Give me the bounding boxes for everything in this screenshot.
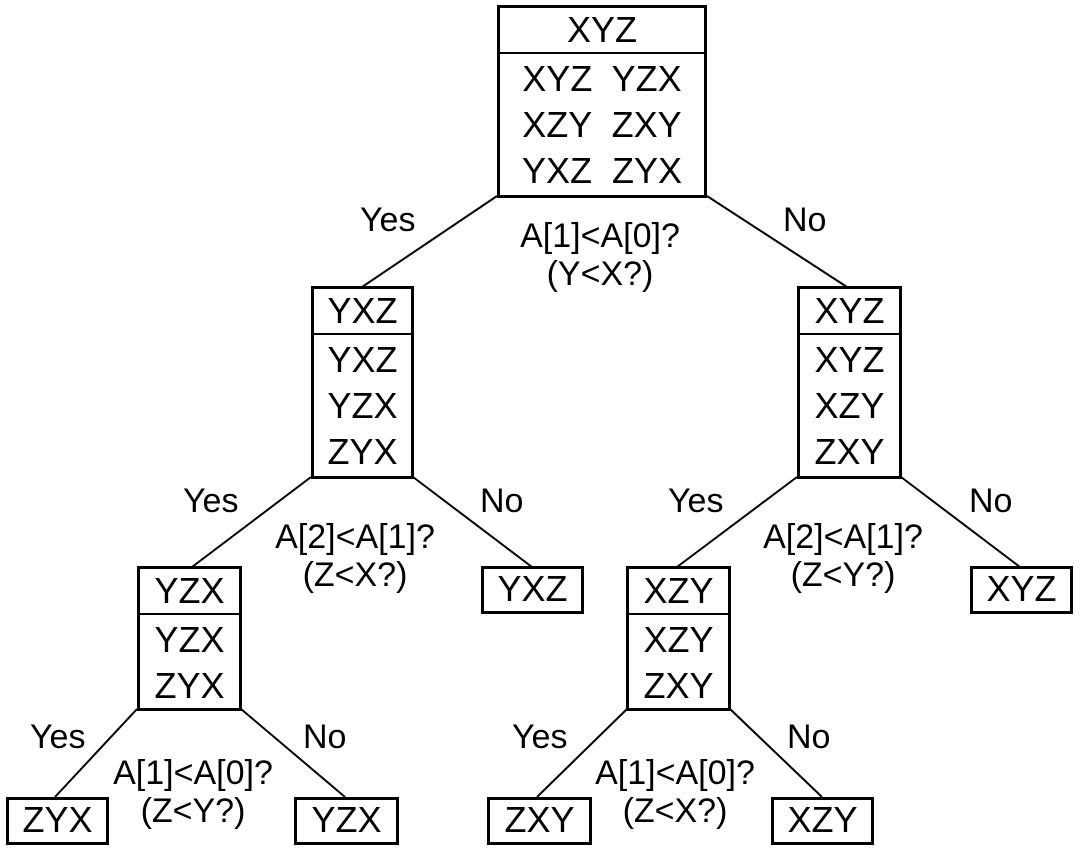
edge-left-yes (191, 476, 312, 568)
node-left-left-header: YZX (140, 569, 239, 615)
question-root: A[1]<A[0]? (Y<X?) (490, 217, 710, 293)
edge-label-right-yes: Yes (668, 482, 724, 520)
node-root-header: XYZ (500, 8, 704, 54)
node-left-left-row: YZX (154, 619, 225, 660)
node-left: YXZ YXZ YZX ZYX (311, 286, 414, 479)
edge-right-no (900, 476, 1021, 568)
node-left-body: YXZ YZX ZYX (314, 335, 411, 475)
node-right-left-body: XZY ZXY (629, 615, 728, 709)
node-right-left-row: ZXY (643, 665, 714, 706)
edge-label-root-no: No (783, 201, 827, 239)
node-left-row: YXZ (327, 339, 398, 380)
leaf-rl-right: XZY (771, 797, 874, 845)
node-left-left-body: YZX ZYX (140, 615, 239, 709)
node-root-body: XYZ YZX XZY ZXY YXZ ZYX (500, 54, 704, 194)
question-right-left-meaning: (Z<X?) (622, 792, 728, 830)
node-right-left-row: XZY (643, 619, 714, 660)
question-right-left-condition: A[1]<A[0]? (595, 754, 755, 792)
question-right-left: A[1]<A[0]? (Z<X?) (570, 754, 780, 830)
node-right-row: XZY (814, 385, 885, 426)
leaf-right-right: XYZ (970, 566, 1073, 614)
node-right-left-header: XZY (629, 569, 728, 615)
node-left-left-row: ZYX (154, 665, 225, 706)
node-left-row: ZYX (327, 431, 398, 472)
node-root: XYZ XYZ YZX XZY ZXY YXZ ZYX (497, 5, 707, 198)
edge-label-ll-no: No (303, 718, 347, 756)
edge-label-ll-yes: Yes (30, 718, 86, 756)
node-left-header: YXZ (314, 289, 411, 335)
edge-label-right-no: No (969, 482, 1013, 520)
edge-root-yes (361, 195, 498, 288)
question-left-condition: A[2]<A[1]? (275, 518, 435, 556)
edge-rl-yes (536, 708, 628, 798)
leaf-ll-right: YZX (294, 797, 399, 845)
edge-ll-yes (54, 708, 138, 798)
node-right-body: XYZ XZY ZXY (800, 335, 899, 475)
edge-ll-no (240, 708, 346, 798)
node-root-row: XYZ YZX (522, 58, 682, 99)
edge-label-rl-yes: Yes (512, 718, 568, 756)
question-left-left-meaning: (Z<Y?) (140, 792, 246, 830)
node-left-left: YZX YZX ZYX (137, 566, 242, 711)
node-root-row: XZY ZXY (522, 104, 682, 145)
edge-label-left-no: No (480, 482, 524, 520)
edge-label-left-yes: Yes (183, 482, 239, 520)
node-right-left: XZY XZY ZXY (626, 566, 731, 711)
question-right-condition: A[2]<A[1]? (763, 518, 923, 556)
question-root-meaning: (Y<X?) (546, 255, 654, 293)
question-left-meaning: (Z<X?) (302, 556, 408, 594)
node-right: XYZ XYZ XZY ZXY (797, 286, 902, 479)
question-root-condition: A[1]<A[0]? (520, 217, 680, 255)
node-right-header: XYZ (800, 289, 899, 335)
leaf-ll-left: ZYX (6, 797, 109, 845)
edge-label-root-yes: Yes (360, 201, 416, 239)
question-left: A[2]<A[1]? (Z<X?) (250, 518, 460, 594)
leaf-rl-left: ZXY (487, 797, 592, 845)
question-right-meaning: (Z<Y?) (790, 556, 896, 594)
edge-rl-no (729, 708, 823, 798)
leaf-left-right: YXZ (481, 566, 584, 614)
edge-root-no (706, 195, 848, 288)
node-right-row: XYZ (814, 339, 885, 380)
question-left-left: A[1]<A[0]? (Z<Y?) (88, 754, 298, 830)
node-left-row: YZX (327, 385, 398, 426)
edge-right-yes (676, 476, 798, 568)
node-root-row: YXZ ZYX (521, 150, 683, 191)
edge-label-rl-no: No (787, 718, 831, 756)
question-left-left-condition: A[1]<A[0]? (113, 754, 273, 792)
node-right-row: ZXY (814, 431, 885, 472)
edge-left-no (412, 476, 533, 568)
question-right: A[2]<A[1]? (Z<Y?) (738, 518, 948, 594)
